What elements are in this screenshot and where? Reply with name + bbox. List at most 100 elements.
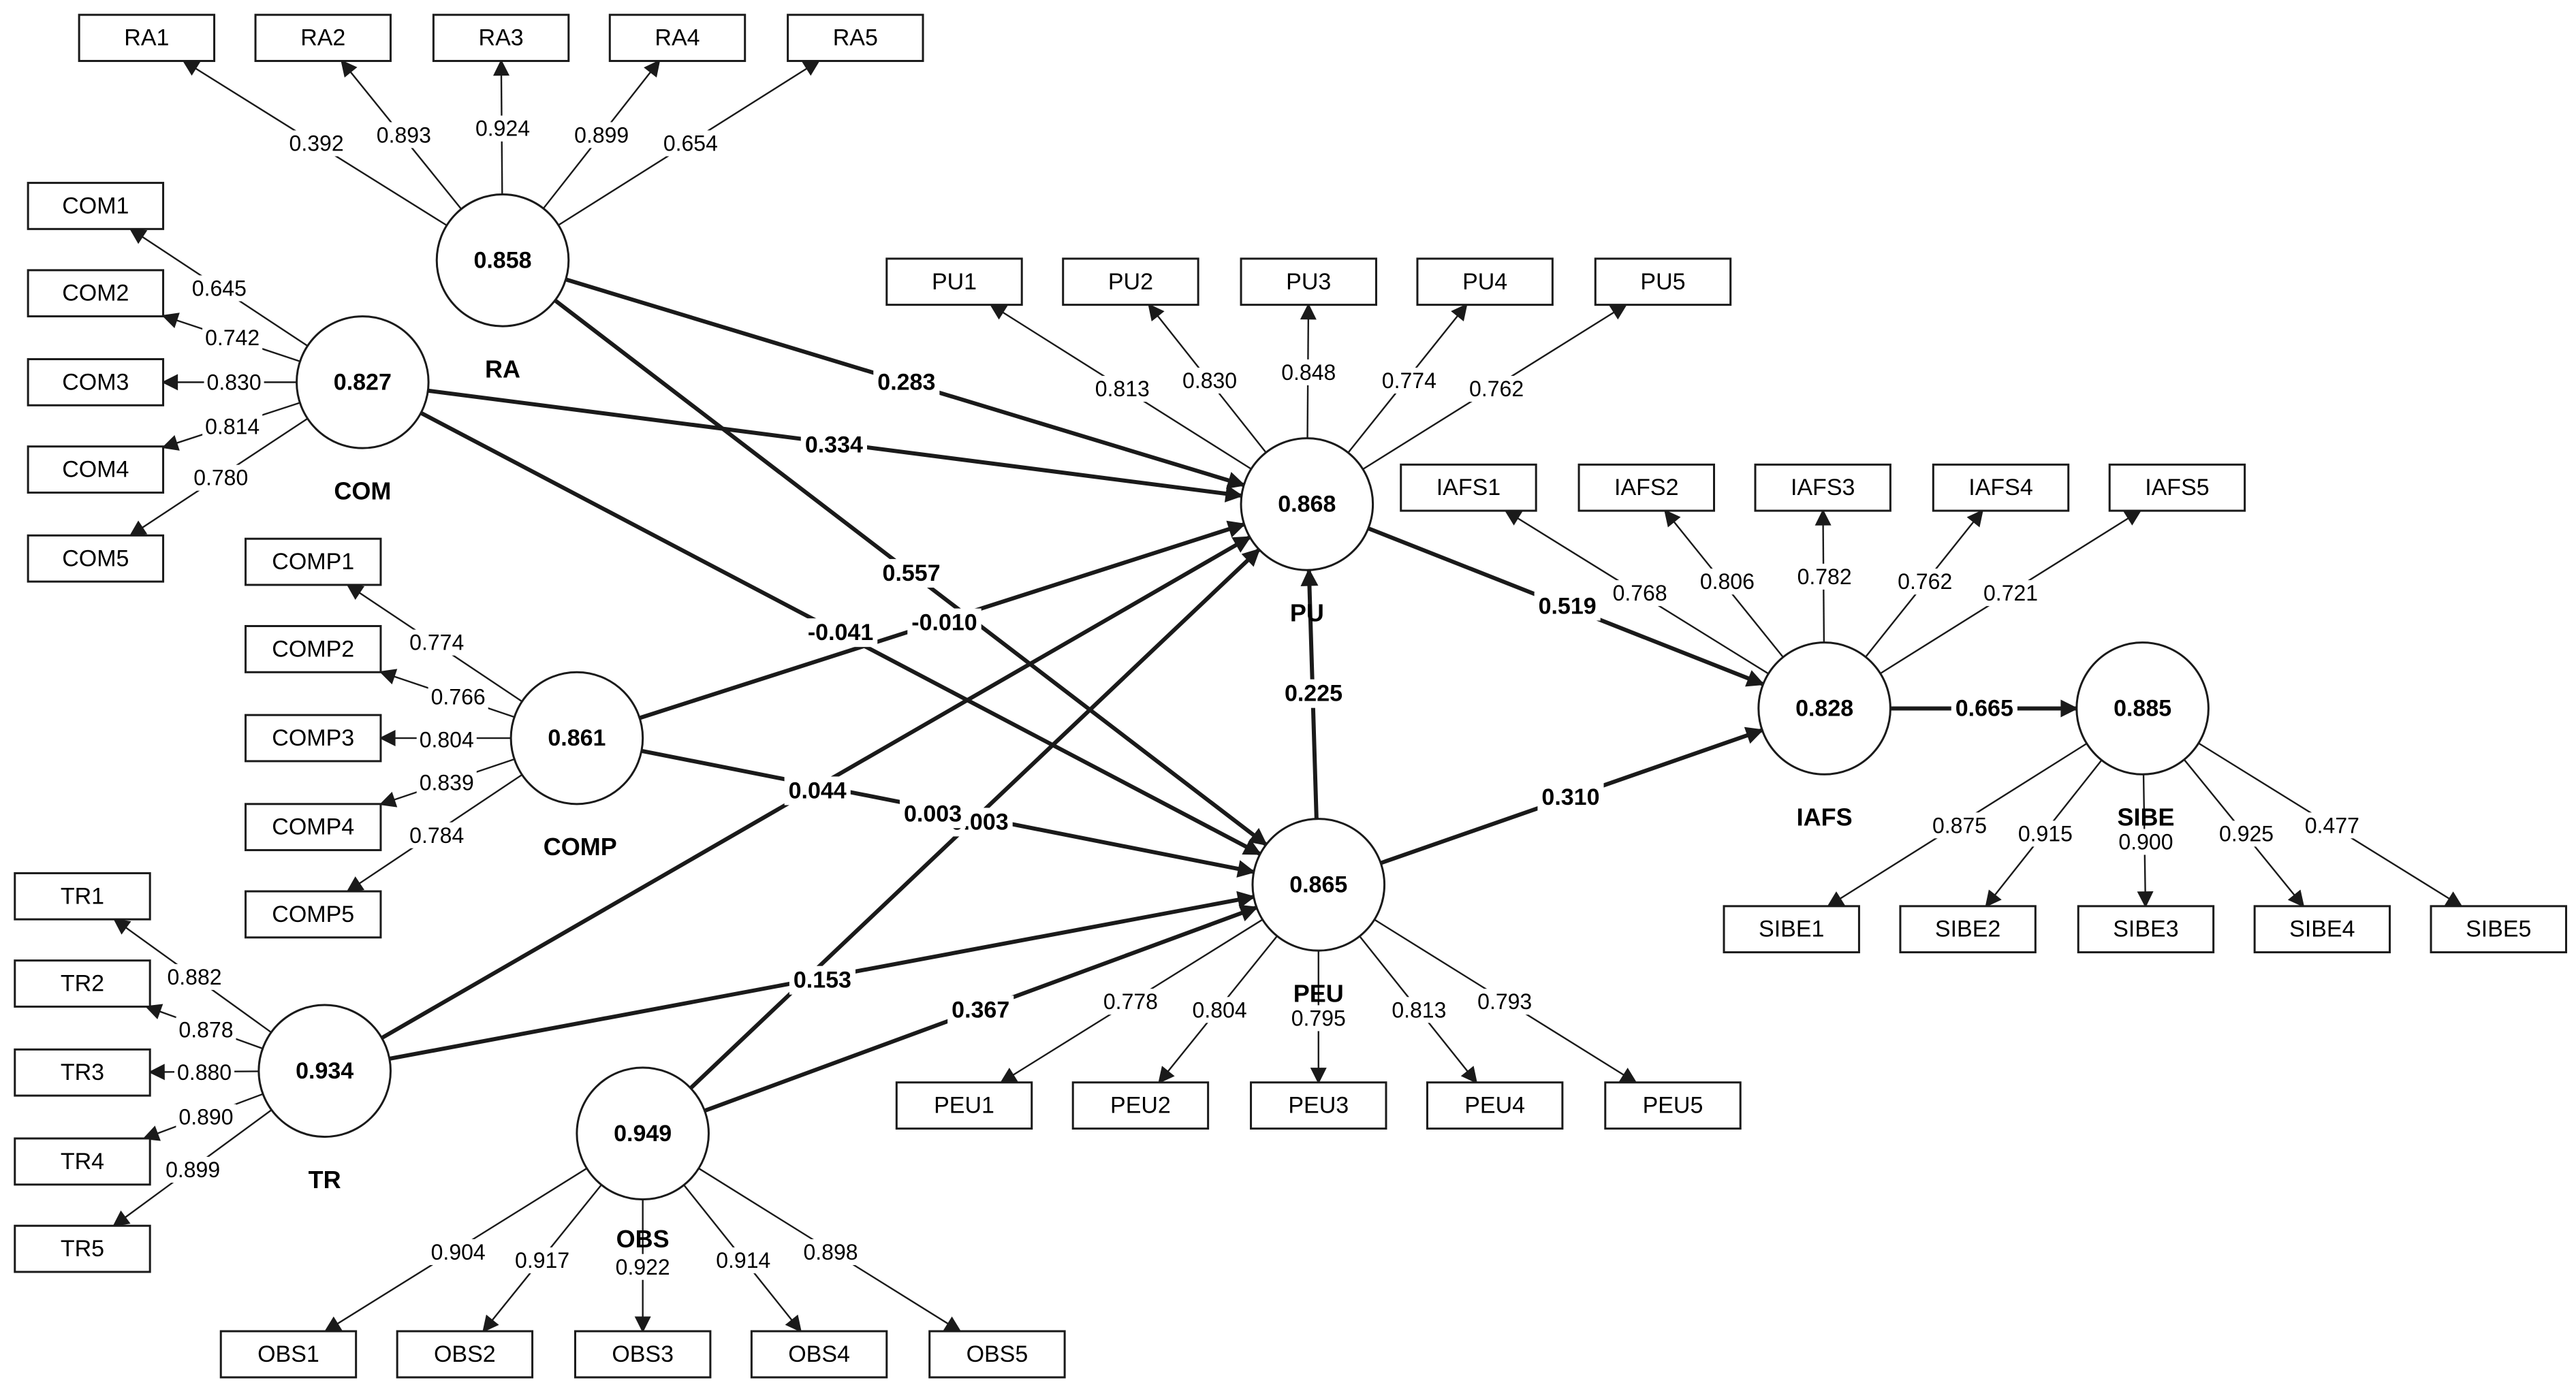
loading-label: 0.762 bbox=[1469, 377, 1524, 401]
indicator-label: SIBE4 bbox=[2289, 916, 2355, 942]
path-coefficient-label: 0.334 bbox=[805, 432, 863, 458]
indicator-label: COMP3 bbox=[272, 725, 354, 751]
construct-r2-value: 0.861 bbox=[548, 725, 606, 751]
loading-label-group: 0.904 bbox=[428, 1239, 488, 1265]
path-coefficient-label-bg bbox=[800, 430, 867, 460]
indicator-box-com1: COM1 bbox=[27, 182, 165, 230]
indicator-label: RA5 bbox=[833, 25, 878, 51]
construct-name: PU bbox=[1290, 599, 1324, 627]
loading-label-group: 0.645 bbox=[189, 275, 249, 302]
loading-label: 0.742 bbox=[205, 325, 260, 350]
indicator-label: IAFS1 bbox=[1436, 475, 1501, 500]
indicator-box-com5: COM5 bbox=[27, 534, 165, 583]
indicator-rect bbox=[1240, 257, 1377, 306]
loading-label-group: 0.875 bbox=[1929, 812, 1990, 839]
indicator-box-pu1: PU1 bbox=[885, 257, 1023, 306]
indicator-rect bbox=[78, 14, 216, 63]
path-coefficient-label: 0.310 bbox=[1541, 784, 1599, 810]
loading-label: 0.924 bbox=[475, 116, 530, 141]
loading-label-group: 0.915 bbox=[2015, 820, 2075, 847]
indicator-label: COM3 bbox=[62, 369, 129, 395]
path-coefficient-label-group: 0.153 bbox=[789, 965, 855, 995]
indicator-label: SIBE2 bbox=[1935, 916, 2000, 942]
loading-label-bg bbox=[428, 684, 488, 710]
loading-label: 0.721 bbox=[1983, 581, 2038, 605]
indicator-rect bbox=[750, 1330, 888, 1379]
path-coefficient-label-group: 0.003 bbox=[900, 799, 967, 829]
loading-label-group: 0.766 bbox=[428, 684, 488, 710]
loading-label: 0.654 bbox=[663, 131, 718, 156]
indicator-box-com4: COM4 bbox=[27, 445, 165, 494]
indicator-box-tr2: TR2 bbox=[14, 959, 151, 1008]
indicator-label: IAFS5 bbox=[2145, 475, 2209, 500]
indicator-rect bbox=[1594, 257, 1732, 306]
loading-label: 0.766 bbox=[431, 685, 486, 709]
loading-label: 0.925 bbox=[2219, 821, 2274, 846]
indicator-box-iafs3: IAFS3 bbox=[1754, 463, 1891, 512]
indicator-label: PU1 bbox=[932, 269, 977, 295]
indicator-rect bbox=[245, 890, 382, 939]
loading-label: 0.922 bbox=[616, 1255, 670, 1279]
path-coefficient-label: 0.519 bbox=[1539, 593, 1597, 619]
indicator-box-obs4: OBS4 bbox=[750, 1330, 888, 1379]
indicator-rect bbox=[14, 872, 151, 921]
construct-circle bbox=[1757, 641, 1891, 776]
loading-label-bg bbox=[1189, 997, 1250, 1023]
indicator-box-sibe3: SIBE3 bbox=[2077, 905, 2215, 954]
indicator-box-comp4: COMP4 bbox=[245, 803, 382, 852]
construct-name: OBS bbox=[616, 1225, 670, 1253]
construct-name: COMP bbox=[544, 833, 617, 861]
loading-label-bg bbox=[2015, 820, 2075, 847]
loading-label-group: 0.814 bbox=[202, 413, 263, 440]
indicator-label: RA4 bbox=[655, 25, 700, 51]
loading-label: 0.392 bbox=[289, 131, 344, 156]
loading-label-group: 0.804 bbox=[416, 727, 477, 753]
loading-label: 0.806 bbox=[1700, 569, 1755, 594]
loading-label-bg bbox=[407, 822, 467, 848]
loading-label-bg bbox=[612, 1254, 673, 1280]
indicator-rect bbox=[27, 445, 165, 494]
indicator-rect bbox=[787, 14, 924, 63]
loading-label: 0.899 bbox=[166, 1158, 220, 1182]
loading-label-bg bbox=[1929, 812, 1990, 839]
indicator-rect bbox=[1723, 905, 1860, 954]
indicator-box-pu2: PU2 bbox=[1062, 257, 1199, 306]
indicator-label: SIBE5 bbox=[2466, 916, 2531, 942]
indicator-rect bbox=[2253, 905, 2391, 954]
indicator-rect bbox=[245, 803, 382, 852]
indicator-box-peu4: PEU4 bbox=[1426, 1081, 1564, 1130]
loading-label-bg bbox=[1278, 359, 1339, 385]
path-coefficient-label: -0.041 bbox=[808, 620, 873, 645]
loading-label-group: 0.768 bbox=[1609, 580, 1670, 607]
loading-label-group: 0.780 bbox=[191, 464, 251, 491]
loading-label: 0.900 bbox=[2118, 829, 2173, 854]
loading-label-bg bbox=[2302, 812, 2362, 839]
loading-label: 0.914 bbox=[716, 1248, 770, 1273]
indicator-rect bbox=[1426, 1081, 1564, 1130]
path-coefficient-label: 0.225 bbox=[1285, 681, 1342, 707]
loading-label-group: 0.899 bbox=[571, 122, 632, 148]
loading-label: 0.768 bbox=[1613, 581, 1667, 605]
loading-label-bg bbox=[472, 115, 533, 142]
loading-label: 0.915 bbox=[2018, 821, 2073, 846]
indicator-label: PEU5 bbox=[1643, 1093, 1703, 1119]
indicator-box-tr3: TR3 bbox=[14, 1048, 151, 1097]
indicator-box-ra5: RA5 bbox=[787, 14, 924, 63]
loading-label: 0.645 bbox=[192, 276, 247, 300]
indicator-label: PEU2 bbox=[1110, 1093, 1171, 1119]
path-coefficient-label-group: 0.519 bbox=[1534, 592, 1601, 621]
loading-label-bg bbox=[1288, 1005, 1349, 1032]
loading-label: 0.848 bbox=[1281, 360, 1336, 385]
indicator-box-com2: COM2 bbox=[27, 269, 165, 318]
indicator-rect bbox=[27, 182, 165, 230]
indicator-box-pu4: PU4 bbox=[1416, 257, 1554, 306]
loading-label: 0.477 bbox=[2305, 813, 2359, 837]
path-coefficient-label: 0.283 bbox=[877, 369, 935, 395]
loading-label: 0.898 bbox=[803, 1240, 858, 1264]
loading-label-bg bbox=[373, 122, 434, 148]
loading-label: 0.778 bbox=[1103, 989, 1158, 1014]
